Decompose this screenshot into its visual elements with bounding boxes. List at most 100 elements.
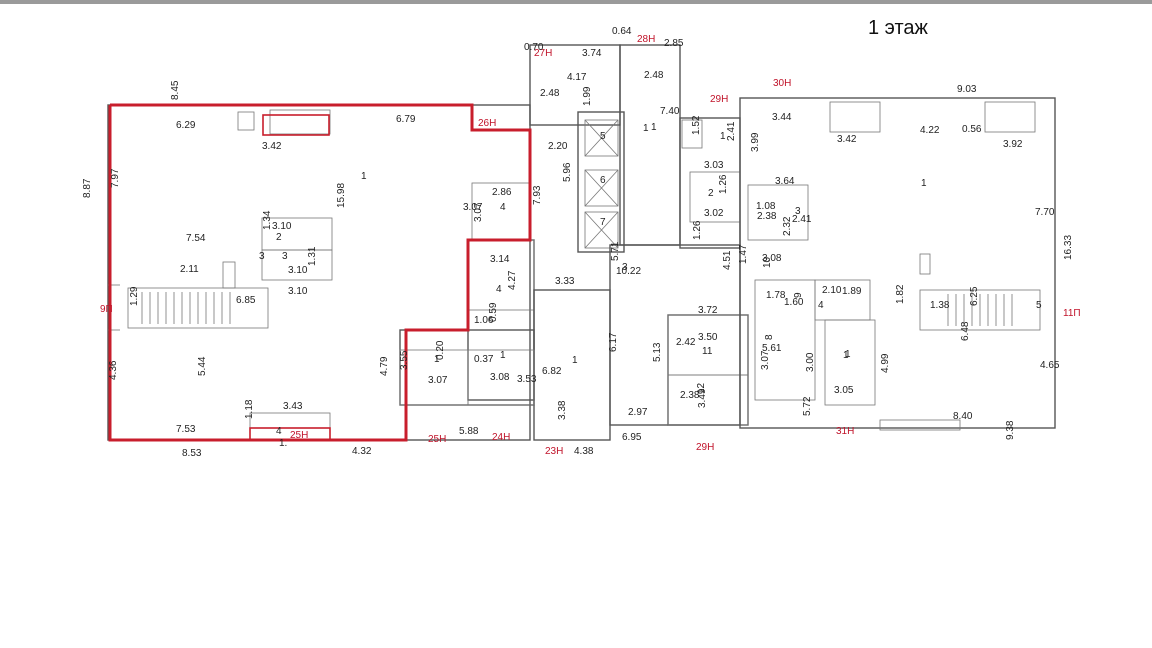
floor-title: 1 этаж <box>868 17 929 39</box>
dimension-label: 8.45 <box>170 80 181 100</box>
dimension-label: 3.55 <box>399 350 410 370</box>
dimension-label: 3.74 <box>582 48 602 59</box>
dimension-label: 6.17 <box>608 332 619 352</box>
dimension-label: 1.26 <box>718 174 729 194</box>
dimension-label: 1.29 <box>129 286 140 306</box>
dimension-label: 7.40 <box>660 106 680 117</box>
unit-label: 9П <box>100 304 113 315</box>
dimension-label: 1 <box>643 123 649 134</box>
dimension-label: 3.99 <box>750 132 761 152</box>
dimension-label: 1 <box>921 178 927 189</box>
dimension-label: 1.38 <box>930 300 950 311</box>
dimension-label: 3.49 <box>697 388 708 408</box>
dimension-label: 3 <box>795 206 801 217</box>
dimension-label: 2.48 <box>644 70 664 81</box>
dimension-label: 16.33 <box>1063 235 1074 260</box>
dimension-label: 2 <box>708 188 714 199</box>
dimension-label: 0.64 <box>612 26 632 37</box>
dimension-label: 2.97 <box>628 407 648 418</box>
dimension-label: 5 <box>1036 300 1042 311</box>
unit-label: 11П <box>1063 308 1081 319</box>
dimension-label: 3.07 <box>760 350 771 370</box>
dimension-label: 3.03 <box>704 160 724 171</box>
dimension-label: 1.60 <box>784 297 804 308</box>
dimension-label: 1.47 <box>738 244 749 264</box>
dimension-label: 3 <box>282 251 288 262</box>
dimension-label: 3.14 <box>490 254 510 265</box>
dimension-label: 12 <box>696 382 707 394</box>
dimension-label: 1.31 <box>307 246 318 266</box>
dimension-label: 1.08 <box>756 201 776 212</box>
dimension-label: 6.25 <box>969 286 980 306</box>
dimension-label: 4 <box>818 300 824 311</box>
dimension-label: 3.08 <box>490 372 510 383</box>
dimension-label: 10 <box>762 256 773 268</box>
dimension-label: 2.38 <box>680 390 700 401</box>
unit-label: 25Н <box>428 434 446 445</box>
dimension-label: 9 <box>793 292 804 298</box>
dimension-label: 3.07 <box>473 202 484 222</box>
dimension-label: 4.27 <box>507 270 518 290</box>
dimension-label: 1 <box>843 350 849 361</box>
dimension-label: 4 <box>496 284 502 295</box>
dimension-label: 3.53 <box>517 374 537 385</box>
dimension-label: 7 <box>600 217 606 228</box>
dimension-label: 6.29 <box>176 120 196 131</box>
unit-label: 26Н <box>478 118 496 129</box>
top-border <box>0 0 1152 4</box>
dimension-label: 0.59 <box>488 302 499 322</box>
dimension-label: 1.06 <box>474 315 494 326</box>
dimension-label: 3.08 <box>762 253 782 264</box>
dimension-label: 9.03 <box>957 84 977 95</box>
dimension-label: 4.65 <box>1040 360 1060 371</box>
dimension-label: 3.10 <box>272 221 292 232</box>
dimension-label: 1.34 <box>262 210 273 230</box>
dimension-label: 1.26 <box>692 220 703 240</box>
dimension-label: 2.48 <box>540 88 560 99</box>
dimension-label: 3.10 <box>288 265 308 276</box>
dimension-label: 3.64 <box>775 176 795 187</box>
dimension-label: 1.52 <box>691 115 702 135</box>
dimension-label: 2.41 <box>726 121 737 141</box>
dimension-label: 0.37 <box>474 354 494 365</box>
dimension-label: 3.07 <box>428 375 448 386</box>
unit-label: 31Н <box>836 426 854 437</box>
dimension-label: 1.18 <box>244 399 255 419</box>
dimension-label: 5.96 <box>562 162 573 182</box>
dimension-label: 1 <box>720 131 726 142</box>
unit-26n-outline <box>108 103 532 442</box>
unit-label: 25Н <box>290 430 308 441</box>
dimension-label: 4.22 <box>920 125 940 136</box>
dimension-label: 3.05 <box>834 385 854 396</box>
dimension-label: 2 <box>276 232 282 243</box>
dimension-label: 2.11 <box>180 264 199 275</box>
dimension-label: 7.54 <box>186 233 206 244</box>
dimension-label: 3.44 <box>772 112 792 123</box>
unit-label: 24Н <box>492 432 510 443</box>
dimension-label: 11 <box>702 346 713 357</box>
dimension-label: 3.42 <box>262 141 282 152</box>
walls <box>107 44 1056 441</box>
dimension-label: 4.51 <box>722 250 733 270</box>
dimension-label: 1 <box>651 122 657 133</box>
unit-label: 29Н <box>696 442 714 453</box>
dimension-label: 3.02 <box>704 208 724 219</box>
dimension-label: 2.20 <box>548 141 568 152</box>
dimension-label: 6.95 <box>622 432 642 443</box>
dimension-label: 4.38 <box>574 446 594 457</box>
dimension-label: 2.10 <box>822 285 842 296</box>
dimension-label: 2.32 <box>782 216 793 236</box>
dimension-label: 7.53 <box>176 424 196 435</box>
dimension-label: 1.89 <box>842 286 862 297</box>
dimension-label: 5.44 <box>197 356 208 376</box>
dimension-label: 6.79 <box>396 114 416 125</box>
dimension-label: 0.20 <box>435 340 446 360</box>
dimension-label: 3.42 <box>837 134 857 145</box>
dimension-label: 3.38 <box>557 400 568 420</box>
dimension-label: 1 <box>845 349 851 360</box>
dimension-label: 1.78 <box>766 290 786 301</box>
dimension-label: 1 <box>434 354 440 365</box>
dimension-label: 4.17 <box>567 72 587 83</box>
dimension-label: 6.85 <box>236 295 256 306</box>
